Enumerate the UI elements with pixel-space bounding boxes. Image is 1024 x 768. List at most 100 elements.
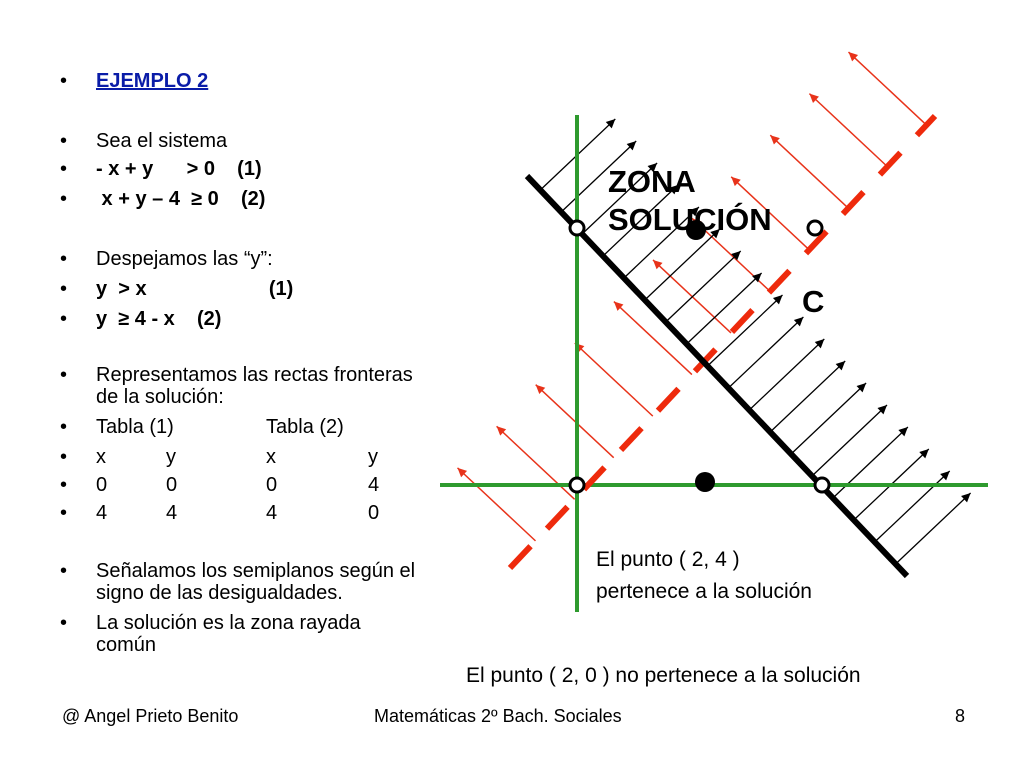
hatch-arrowhead — [752, 273, 762, 283]
hatch-arrowhead — [772, 295, 783, 305]
solution-text: La solución es la zona rayada — [96, 612, 361, 634]
bullet-dot: • — [60, 70, 68, 92]
hatch-arrow — [665, 250, 742, 323]
solve-for-y: Despejamos las “y”: — [96, 248, 273, 270]
hatch-arrow — [456, 467, 537, 542]
solved-inequality-2: y ≥ 4 - x (2) — [96, 308, 222, 330]
table-cell: 4 — [166, 502, 178, 524]
table-cell: 0 — [368, 502, 380, 524]
hatch-arrow — [535, 384, 615, 459]
hatch-arrow — [847, 51, 928, 126]
origin-point — [568, 476, 586, 494]
table-cell: y — [368, 446, 378, 468]
hatch-arrowhead — [848, 52, 859, 62]
hatch-arrowhead — [653, 259, 663, 270]
hatch-arrowhead — [814, 339, 825, 349]
boundary-line-2 — [524, 173, 910, 579]
hatch-arrowhead — [877, 405, 887, 415]
table-cell: 4 — [368, 474, 380, 496]
example-title: EJEMPLO 2 — [96, 70, 209, 92]
bullet-dot: • — [60, 158, 68, 180]
solved-inequality-1: y > x (1) — [96, 278, 294, 300]
hatch-black-arrows — [539, 118, 972, 565]
footer-course: Matemáticas 2º Bach. Sociales — [374, 706, 622, 726]
table-header: Tabla (2) — [266, 416, 344, 438]
hatch-arrow — [707, 294, 783, 367]
hatch-arrowhead — [856, 383, 867, 393]
table-cell: 0 — [96, 474, 108, 496]
table-cell: y — [166, 446, 176, 468]
hatch-arrowhead — [898, 427, 908, 437]
bullet-dot: • — [60, 416, 68, 438]
hatch-arrowhead — [770, 135, 780, 145]
hatch-arrow — [748, 338, 825, 411]
hatch-arrow — [832, 426, 909, 499]
hatch-arrowhead — [647, 163, 658, 173]
x-intercept-point — [813, 476, 831, 494]
hatch-arrowhead — [689, 207, 699, 217]
bullet-dot: • — [60, 188, 68, 210]
note-inside: El punto ( 2, 4 ) — [596, 548, 740, 571]
hatch-arrowhead — [731, 251, 741, 261]
point-c-label: C — [802, 284, 824, 319]
hatch-arrowhead — [961, 493, 971, 503]
bullet-dot: • — [60, 130, 68, 152]
hatch-arrow — [623, 206, 700, 279]
hatch-arrow — [613, 300, 693, 376]
table-header: Tabla (1) — [96, 416, 174, 438]
zone-label: ZONA — [608, 164, 696, 199]
test-point-inside — [686, 220, 706, 240]
table-cell: 4 — [96, 502, 108, 524]
hatch-red-arrows — [456, 51, 928, 542]
bullet-dot: • — [60, 612, 68, 634]
intersection-point — [806, 219, 824, 237]
represent-lines-text-cont: de la solución: — [96, 386, 224, 408]
hatch-arrow — [686, 272, 763, 345]
boundary-line-1 — [507, 113, 938, 571]
hatch-arrow — [496, 425, 576, 500]
hatch-arrowhead — [919, 449, 929, 459]
hatch-arrowhead — [535, 384, 546, 395]
table-cell: 0 — [266, 474, 278, 496]
hatch-arrow — [769, 360, 846, 433]
bullet-dot: • — [60, 446, 68, 468]
represent-lines-text: Representamos las rectas fronteras — [96, 364, 413, 386]
footer-page-number: 8 — [955, 706, 966, 726]
hatch-arrow — [769, 134, 849, 209]
hatch-arrow — [560, 140, 637, 213]
hatch-arrowhead — [940, 471, 950, 481]
hatch-arrow — [808, 93, 888, 168]
hatch-arrowhead — [613, 301, 624, 311]
hatch-arrowhead — [496, 426, 507, 436]
footer-author: @ Angel Prieto Benito — [62, 706, 239, 726]
bullet-dot: • — [60, 560, 68, 582]
hatch-arrowhead — [809, 93, 819, 103]
hatch-arrow — [727, 316, 804, 389]
hatch-arrow — [874, 470, 951, 543]
bullet-dot: • — [60, 474, 68, 496]
hatch-arrowhead — [710, 229, 720, 239]
intercept-point — [568, 219, 586, 237]
hatch-arrow — [644, 228, 721, 301]
zone-label: SOLUCIÓN — [608, 201, 772, 237]
test-point-outside — [695, 472, 715, 492]
half-planes-text: Señalamos los semiplanos según el — [96, 560, 416, 582]
hatch-arrowhead — [793, 317, 804, 327]
bullet-dot: • — [60, 502, 68, 524]
table-cell: x — [266, 446, 276, 468]
inequality-1: - x + y > 0 (1) — [96, 158, 262, 180]
hatch-arrowhead — [835, 361, 846, 371]
hatch-arrowhead — [605, 119, 616, 129]
solution-text-cont: común — [96, 634, 157, 656]
inequality-2: x + y – 4 ≥ 0 (2) — [96, 188, 266, 210]
bullet-dot: • — [60, 364, 68, 386]
bullet-dot: • — [60, 278, 68, 300]
note-outside: El punto ( 2, 0 ) no pertenece a la solu… — [466, 664, 861, 687]
hatch-arrow — [790, 382, 867, 455]
half-planes-text-cont: signo de las desigualdades. — [96, 582, 343, 604]
hatch-arrowhead — [626, 141, 637, 151]
hatch-arrowhead — [457, 467, 468, 478]
bullet-dot: • — [60, 308, 68, 330]
hatch-arrow — [602, 184, 679, 257]
